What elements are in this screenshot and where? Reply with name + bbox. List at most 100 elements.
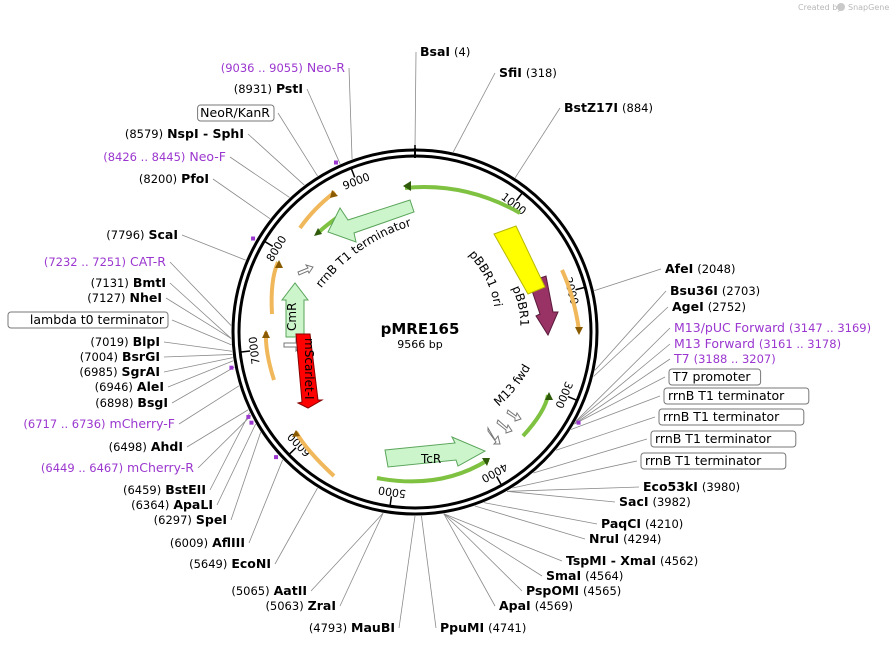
feature-tcr-arrow: [384, 436, 487, 468]
leader-line: [593, 306, 669, 377]
primer-site-marker: [576, 420, 581, 425]
arrowhead-4: [545, 392, 553, 400]
site-name: PaqCI: [601, 516, 641, 531]
leader-line: [474, 505, 586, 540]
enzyme-label: PpuMI (4741): [440, 620, 526, 635]
site-name: BsaI: [420, 44, 450, 59]
site-label: AfeI (2048): [665, 261, 735, 276]
site-position: (4741): [488, 621, 526, 635]
site-position: (2752): [708, 300, 746, 314]
site-label: (4793) MauBI: [309, 620, 395, 635]
site-position: (4569): [535, 599, 573, 613]
scale-tick-label: 5000: [377, 483, 407, 500]
site-label: NeoR/KanR: [197, 104, 275, 122]
site-label: (5065) AatII: [231, 583, 307, 598]
site-name: M13 Forward: [674, 336, 755, 351]
snapgene-credit: Created by SnapGene: [798, 3, 889, 12]
enzyme-label: (6985) SgrAI: [79, 364, 160, 379]
primer-site-marker: [246, 414, 251, 419]
scale-tick-mark: [240, 350, 251, 353]
site-label: (6297) SpeI: [154, 512, 227, 527]
site-position: (4210): [645, 517, 683, 531]
site-label: Bsu36I (2703): [670, 283, 760, 298]
leader-line: [443, 513, 496, 607]
site-position: (6459): [123, 483, 161, 497]
site-position: (4793): [309, 621, 347, 635]
feature-box-label: NeoR/KanR: [200, 105, 270, 120]
site-label: T7 (3188 .. 3207): [673, 351, 776, 366]
leader-line: [169, 282, 232, 339]
site-label: rrnB T1 terminator: [658, 408, 805, 426]
enzyme-label: BstZ17I (884): [564, 100, 653, 115]
enzyme-label: SmaI (4564): [546, 568, 623, 583]
leader-line: [277, 112, 318, 177]
scale-tick-mark: [263, 240, 274, 247]
enzyme-label: (6946) AleI: [95, 379, 164, 394]
arc-orange-2: [269, 261, 280, 315]
arc-orange-5: [560, 269, 581, 331]
primer-label: (8426 .. 8445) Neo-F: [103, 149, 226, 164]
enzyme-label: (6297) SpeI: [154, 512, 227, 527]
feature-rrnb-arrow: [327, 199, 415, 243]
site-label: M13/pUC Forward (3147 .. 3169): [674, 320, 871, 335]
scale-tick-mark: [575, 286, 586, 291]
site-name: PstI: [276, 81, 303, 96]
site-label: lambda t0 terminator: [7, 311, 169, 329]
site-position: (7131): [91, 276, 129, 290]
site-labels: BsaI (4)SfiI (318)BstZ17I (884)AfeI (204…: [7, 44, 871, 635]
site-name: AhdI: [151, 439, 183, 454]
site-position: (6985): [79, 365, 117, 379]
feature-label-m13-fwd: M13 fwd: [491, 362, 533, 409]
site-name: SfiI: [499, 65, 522, 80]
leader-line: [165, 297, 232, 339]
primer-label: M13 Forward (3161 .. 3178): [674, 336, 841, 351]
site-position: (6449 .. 6467): [41, 461, 123, 475]
scale-tick-mark: [389, 496, 393, 507]
leader-line: [594, 290, 667, 371]
leader-line: [398, 515, 416, 629]
leader-line: [171, 319, 232, 346]
feature-box: [658, 408, 805, 426]
site-name: AleI: [137, 379, 164, 394]
enzyme-label: (8931) PstI: [234, 81, 303, 96]
leader-line: [594, 268, 662, 291]
enzyme-label: (4793) MauBI: [309, 620, 395, 635]
site-name: NspI - SphI: [167, 126, 244, 141]
site-label: (6364) ApaLI: [131, 497, 213, 512]
feature-label-mscarlet: mScarlet-I: [302, 338, 316, 400]
leader-line: [167, 360, 234, 388]
inner-arcs: [263, 185, 581, 484]
site-name: T7: [673, 351, 690, 366]
arrowhead-1: [403, 181, 411, 191]
backbone: [231, 145, 599, 516]
primer-label: (7232 .. 7251) CAT-R: [44, 254, 166, 269]
leader-line: [171, 366, 235, 404]
site-name: PfoI: [181, 171, 209, 186]
leader-lines: [163, 51, 671, 629]
site-label: (5649) EcoNI: [189, 556, 271, 571]
site-label: (7796) ScaI: [106, 227, 178, 242]
promoter-glyph-4: [496, 419, 513, 434]
scale-tick-label: 3000: [552, 379, 575, 410]
leader-line: [181, 234, 246, 261]
site-name: BstZ17I: [564, 100, 618, 115]
site-position: (4): [454, 45, 470, 59]
site-label: (6985) SgrAI: [79, 364, 160, 379]
site-label: Eco53kI (3980): [643, 479, 740, 494]
site-label: SacI (3982): [619, 494, 691, 509]
site-position: (3982): [652, 495, 690, 509]
site-label: NruI (4294): [589, 531, 661, 546]
site-position: (5063): [265, 599, 303, 613]
site-label: rrnB T1 terminator: [663, 387, 810, 405]
leader-line: [443, 513, 543, 577]
leader-line: [306, 88, 341, 165]
site-position: (6498): [109, 440, 147, 454]
site-name: SmaI: [546, 568, 581, 583]
credit-brand: SnapGene: [848, 3, 889, 12]
arrowhead-2: [314, 228, 322, 236]
site-name: mCherry-F: [110, 416, 175, 431]
site-name: AatII: [274, 583, 307, 598]
site-label: (8579) NspI - SphI: [125, 126, 244, 141]
site-name: BstEII: [165, 482, 206, 497]
